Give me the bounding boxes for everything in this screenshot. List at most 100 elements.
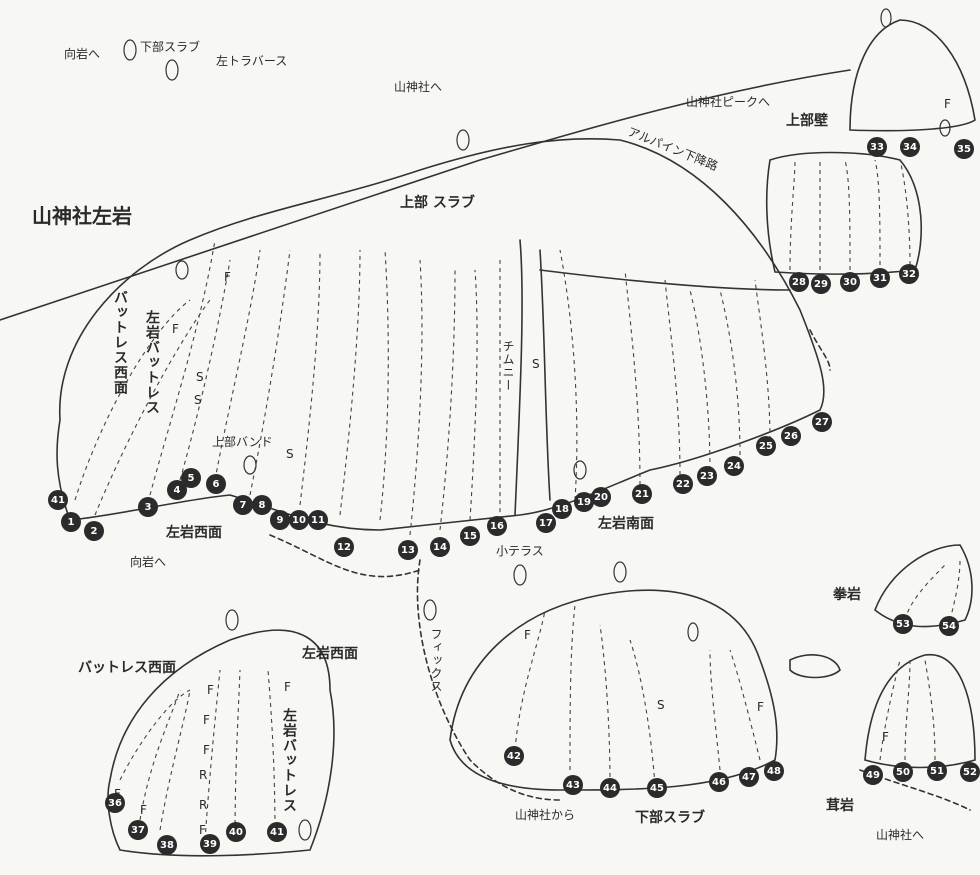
grade-mark: F bbox=[199, 823, 206, 837]
route-number: 45 bbox=[647, 778, 667, 798]
route-number: 14 bbox=[430, 537, 450, 557]
route-number: 44 bbox=[600, 778, 620, 798]
kobushi-iwa-label: 拳岩 bbox=[833, 587, 861, 603]
route-number: 34 bbox=[900, 137, 920, 157]
upper-band-label: 上部バンド bbox=[212, 435, 273, 449]
route-number: 52 bbox=[960, 762, 980, 782]
route-number: 20 bbox=[591, 487, 611, 507]
grade-mark: F bbox=[203, 713, 210, 727]
route-number: 35 bbox=[954, 139, 974, 159]
route-number: 16 bbox=[487, 516, 507, 536]
buttress-west-vertical-label: バットレス西面 bbox=[112, 290, 128, 395]
route-number: 21 bbox=[632, 484, 652, 504]
left-rock-outline bbox=[56, 138, 825, 531]
to-sanjinja-bottom-label: 山神社へ bbox=[876, 828, 925, 842]
grade-mark: S bbox=[286, 447, 294, 461]
from-sanjinja-label: 山神社から bbox=[515, 808, 576, 822]
main-title: 山神社左岩 bbox=[32, 204, 132, 228]
route-number: 23 bbox=[697, 466, 717, 486]
route-number: 50 bbox=[893, 762, 913, 782]
grade-mark: R bbox=[199, 798, 208, 812]
grade-mark: F bbox=[882, 730, 889, 744]
route-number: 12 bbox=[334, 537, 354, 557]
route-number: 49 bbox=[863, 765, 883, 785]
route-number: 29 bbox=[811, 274, 831, 294]
route-number: 15 bbox=[460, 526, 480, 546]
buttress-west-label: バットレス西面 bbox=[78, 660, 176, 676]
route-number: 42 bbox=[504, 746, 524, 766]
left-buttress-vertical-label: 左岩バットレス bbox=[144, 310, 160, 415]
left-traverse-label: 左トラバース bbox=[216, 54, 288, 68]
route-number: 36 bbox=[105, 793, 125, 813]
route-number: 2 bbox=[84, 521, 104, 541]
route-number: 5 bbox=[181, 468, 201, 488]
route-number: 3 bbox=[138, 497, 158, 517]
route-number: 54 bbox=[939, 616, 959, 636]
to-sanjinja-peak-label: 山神社ピークへ bbox=[686, 95, 771, 109]
grade-mark: F bbox=[203, 743, 210, 757]
route-number: 40 bbox=[226, 822, 246, 842]
route-number: 43 bbox=[563, 775, 583, 795]
fix-label: フィックス bbox=[429, 628, 443, 693]
lower-slab-top-label: 下部スラブ bbox=[140, 40, 201, 54]
to-mukaiiwa-label: 向岩へ bbox=[130, 555, 167, 569]
grade-mark: F bbox=[172, 322, 179, 336]
route-number: 51 bbox=[927, 761, 947, 781]
route-number: 18 bbox=[552, 499, 572, 519]
grade-mark: S bbox=[196, 370, 204, 384]
upper-wall-label: 上部壁 bbox=[786, 113, 828, 129]
left-rock-west2-label: 左岩西面 bbox=[302, 646, 358, 662]
route-number: 31 bbox=[870, 268, 890, 288]
route-number: 24 bbox=[724, 456, 744, 476]
grade-mark: F bbox=[944, 97, 951, 111]
route-number: 41 bbox=[48, 490, 68, 510]
to-sanjinja-top-label: 山神社へ bbox=[394, 80, 443, 94]
route-number: 46 bbox=[709, 772, 729, 792]
grade-mark: F bbox=[207, 683, 214, 697]
route-number: 17 bbox=[536, 513, 556, 533]
route-number: 33 bbox=[867, 137, 887, 157]
lower-slab-label: 下部スラブ bbox=[635, 810, 705, 826]
buttress-outline bbox=[107, 629, 335, 857]
route-number: 30 bbox=[840, 272, 860, 292]
upper-slab-label: 上部 スラブ bbox=[400, 195, 475, 211]
route-number: 41 bbox=[267, 822, 287, 842]
to-mukaiiwa-top-label: 向岩へ bbox=[64, 47, 101, 61]
route-number: 7 bbox=[233, 495, 253, 515]
small-terrace-label: 小テラス bbox=[496, 544, 544, 558]
route-number: 19 bbox=[574, 492, 594, 512]
grade-mark: F bbox=[284, 680, 291, 694]
grade-mark: F bbox=[757, 700, 764, 714]
route-number: 27 bbox=[812, 412, 832, 432]
grade-mark: F bbox=[140, 803, 147, 817]
grade-mark: S bbox=[532, 357, 540, 371]
route-number: 48 bbox=[764, 761, 784, 781]
route-number: 25 bbox=[756, 436, 776, 456]
route-number: 9 bbox=[270, 510, 290, 530]
left-rock-west-label: 左岩西面 bbox=[166, 525, 222, 541]
route-number: 32 bbox=[899, 264, 919, 284]
left-buttress2-vertical-label: 左岩バットレス bbox=[281, 708, 297, 813]
route-number: 22 bbox=[673, 474, 693, 494]
route-number: 1 bbox=[61, 512, 81, 532]
chimney-label: チムニー bbox=[501, 340, 515, 392]
grade-mark: S bbox=[657, 698, 665, 712]
route-number: 4 bbox=[167, 480, 187, 500]
grade-mark: R bbox=[199, 768, 208, 782]
grade-mark: F bbox=[524, 628, 531, 642]
route-number: 47 bbox=[739, 767, 759, 787]
grade-mark: S bbox=[194, 393, 202, 407]
lower-slab-outline bbox=[449, 589, 778, 791]
take-iwa-label: 茸岩 bbox=[826, 798, 854, 814]
route-number: 13 bbox=[398, 540, 418, 560]
route-number: 38 bbox=[157, 835, 177, 855]
route-number: 39 bbox=[200, 834, 220, 854]
route-number: 53 bbox=[893, 614, 913, 634]
route-number: 26 bbox=[781, 426, 801, 446]
left-rock-south-label: 左岩南面 bbox=[598, 516, 654, 532]
upper-wall-outline bbox=[765, 151, 923, 275]
route-number: 8 bbox=[252, 495, 272, 515]
route-number: 10 bbox=[289, 510, 309, 530]
route-number: 6 bbox=[206, 474, 226, 494]
